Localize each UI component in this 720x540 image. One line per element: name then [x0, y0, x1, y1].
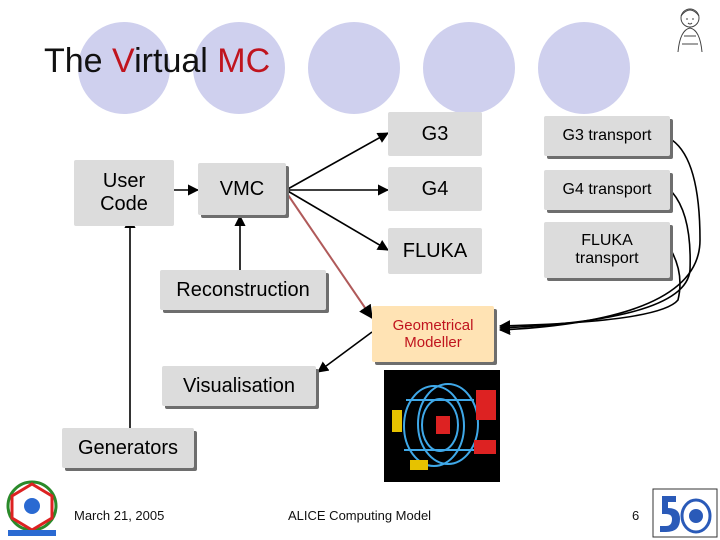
cern-50-logo-icon — [652, 488, 718, 538]
vmc-box: VMC — [198, 163, 286, 215]
decor-circle — [78, 22, 170, 114]
visualisation-box: Visualisation — [162, 366, 316, 406]
decor-circle — [308, 22, 400, 114]
g3-box: G3 — [388, 112, 482, 156]
page-title: The Virtual MC — [44, 42, 271, 80]
geometrical-modeller-box: Geometrical Modeller — [372, 306, 494, 362]
footer-title: ALICE Computing Model — [288, 508, 432, 523]
title-accent-v: V — [112, 42, 135, 80]
decor-circle — [193, 22, 285, 114]
reconstruction-box: Reconstruction — [160, 270, 326, 310]
alice-logo-icon — [2, 478, 62, 538]
g3-transport-box: G3 transport — [544, 116, 670, 156]
decor-circle — [538, 22, 630, 114]
generators-box: Generators — [62, 428, 194, 468]
footer-date: March 21, 2005 — [74, 508, 165, 523]
detector-image — [384, 370, 500, 482]
g4-box: G4 — [388, 167, 482, 211]
decor-circle — [423, 22, 515, 114]
page-number: 6 — [632, 508, 640, 523]
g4-transport-box: G4 transport — [544, 170, 670, 210]
user-code-box: User Code — [74, 160, 174, 226]
title-accent-mc: MC — [217, 42, 271, 80]
fluka-box: FLUKA — [388, 228, 482, 274]
corner-sketch-icon — [677, 8, 703, 53]
fluka-transport-box: FLUKA transport — [544, 222, 670, 278]
